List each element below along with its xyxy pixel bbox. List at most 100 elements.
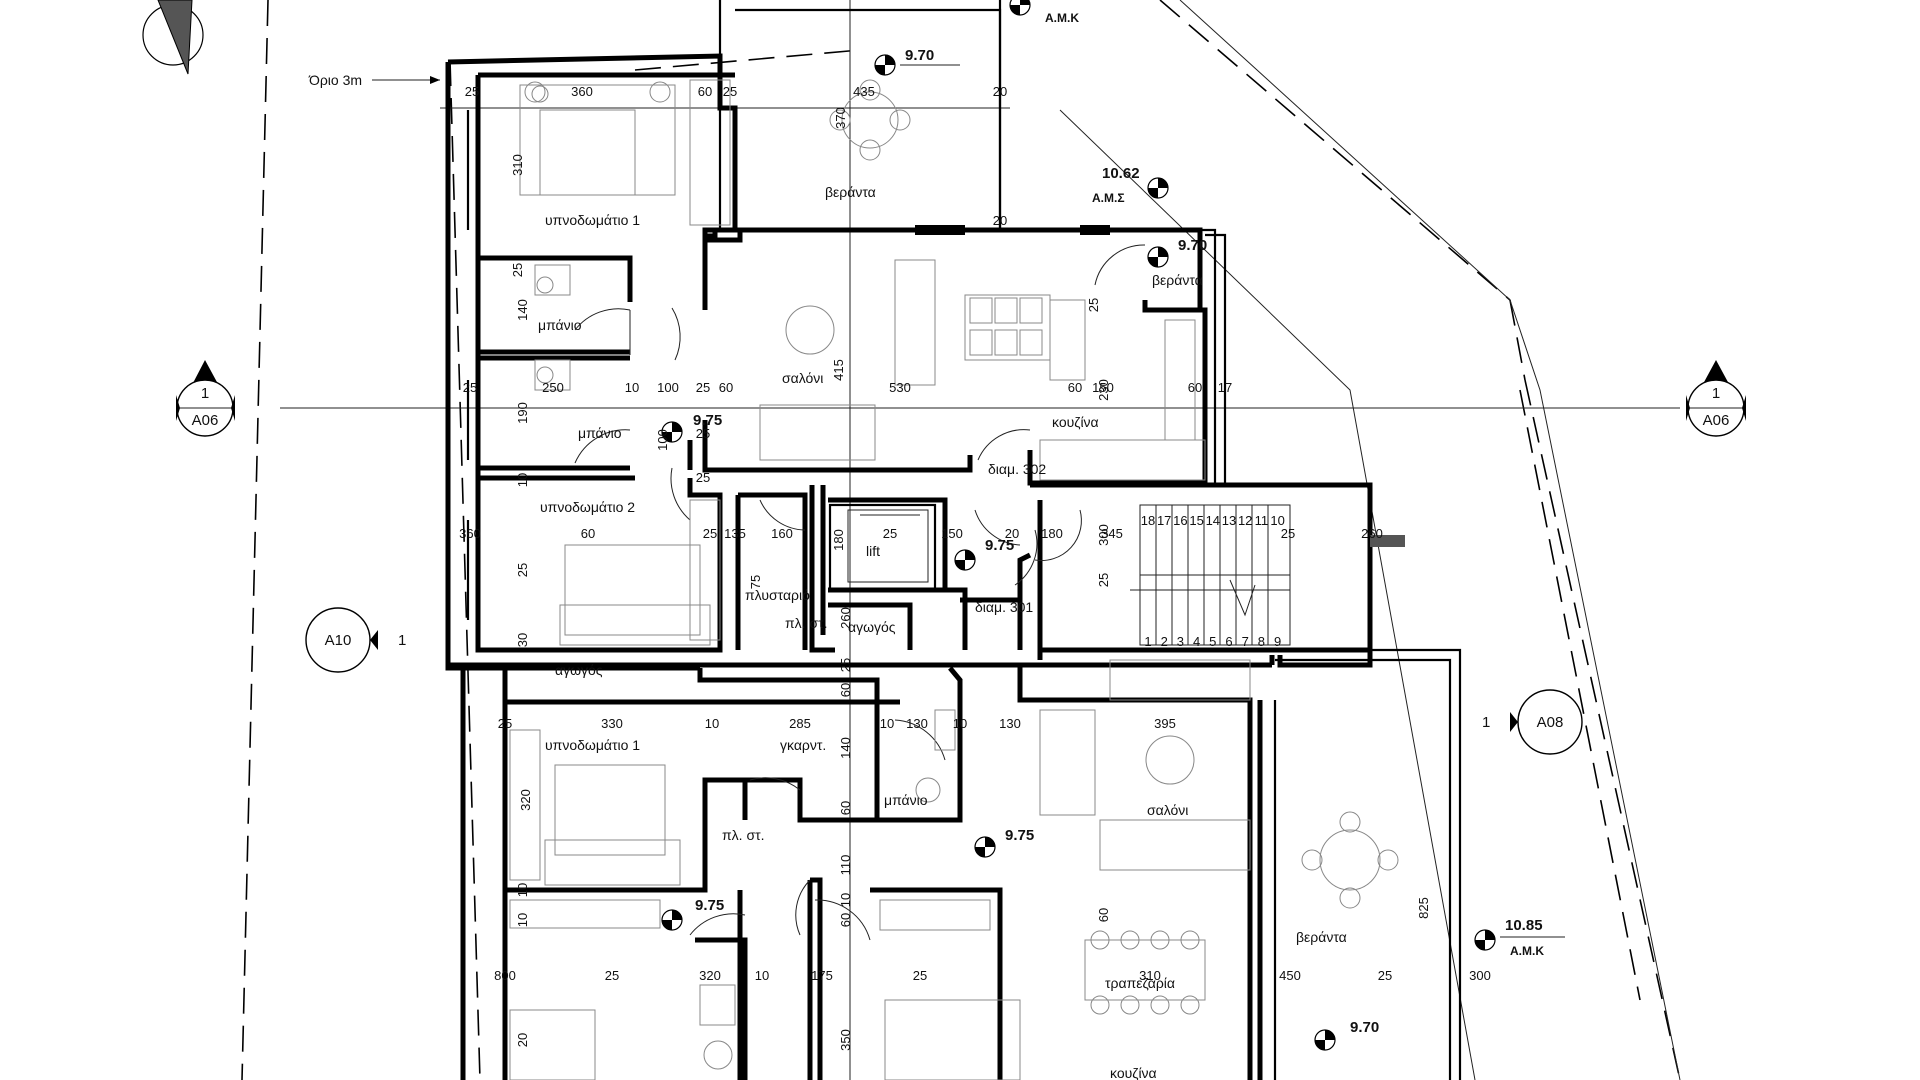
dimension-label: 130 <box>906 716 928 731</box>
section-left-number: 1 <box>201 385 209 402</box>
dimension-label: 825 <box>1416 897 1431 919</box>
room-label: μπάνιο <box>578 425 622 441</box>
dimension-label: 140 <box>838 737 853 759</box>
level-mark: 10.85 Α.Μ.Κ <box>1474 917 1565 958</box>
svg-text:10.85: 10.85 <box>1505 917 1543 934</box>
room-label: μπάνιο <box>884 792 928 808</box>
dimension-label: 310 <box>1139 968 1161 983</box>
level-mark: 9.75 <box>661 897 724 931</box>
dimension-label: 25 <box>838 658 853 672</box>
upper-furniture <box>519 79 1206 646</box>
dimension-label: 25 <box>696 426 710 441</box>
dimension-label: 10 <box>953 716 967 731</box>
room-label: μπάνιο <box>538 317 582 333</box>
dimension-label: 60 <box>581 526 595 541</box>
dimension-label: 260 <box>838 607 853 629</box>
room-label: lift <box>866 543 880 559</box>
room-label: υπνοδωμάτιο 1 <box>545 212 640 228</box>
svg-text:9.70: 9.70 <box>1178 237 1207 254</box>
dimension-label: 300 <box>1096 524 1111 546</box>
dimension-label: 60 <box>1068 380 1082 395</box>
dimension-label: 285 <box>789 716 811 731</box>
stair-step-number: 8 <box>1258 634 1265 649</box>
door-swings <box>574 244 1146 941</box>
dimension-label: 60 <box>719 380 733 395</box>
lift-shaft <box>828 503 937 592</box>
upper-balcony <box>718 0 1227 485</box>
elevation-marker-a10: A10 1 <box>305 607 406 673</box>
dimension-label: 320 <box>699 968 721 983</box>
dimension-label: 435 <box>853 84 875 99</box>
dimension-label: 10 <box>515 883 530 897</box>
room-label: σαλόνι <box>1147 802 1188 818</box>
dimension-label: 10 <box>625 380 639 395</box>
dimension-label: 10 <box>880 716 894 731</box>
dimension-label: 530 <box>889 380 911 395</box>
svg-text:9.70: 9.70 <box>1350 1019 1379 1036</box>
room-label: τραπεζαρία <box>1105 975 1175 991</box>
dimension-label: 60 <box>838 913 853 927</box>
dimension-label: 60 <box>1188 380 1202 395</box>
boundary-note: Όριο 3m <box>308 72 362 88</box>
room-label: σαλόνι <box>782 370 823 386</box>
stair-step-number: 11 <box>1255 513 1269 528</box>
stair-step-number: 3 <box>1177 634 1184 649</box>
stair-step-number: 10 <box>1270 513 1284 528</box>
dimension-label: 30 <box>515 633 530 647</box>
dimension-label: 25 <box>1378 968 1392 983</box>
dimension-label: 230 <box>1096 379 1111 401</box>
room-label: διαμ. 302 <box>988 461 1046 477</box>
dimension-label: 25 <box>515 563 530 577</box>
room-label: πλ. στ. <box>722 827 765 843</box>
dimension-label: 140 <box>515 299 530 321</box>
level-mark: 9.70 <box>1314 1019 1379 1051</box>
stair-step-number: 16 <box>1173 513 1187 528</box>
lower-furniture <box>509 659 1399 1080</box>
stair-step-number: 18 <box>1141 513 1155 528</box>
dimension-label: 360 <box>459 526 481 541</box>
dimension-label: 25 <box>605 968 619 983</box>
dimension-label: 160 <box>771 526 793 541</box>
stair-step-number: 2 <box>1161 634 1168 649</box>
dimension-label: 25 <box>510 263 525 277</box>
level-mark: Α.Μ.Κ <box>1009 0 1079 25</box>
dimension-label: 25 <box>465 84 479 99</box>
elevation-a08-sheet: A08 <box>1537 714 1564 731</box>
svg-text:9.70: 9.70 <box>905 47 934 64</box>
stair-step-number: 15 <box>1189 513 1203 528</box>
dimension-label: 25 <box>696 380 710 395</box>
dimension-label: 25 <box>703 526 717 541</box>
room-label: υπνοδωμάτιο 1 <box>545 737 640 753</box>
dimension-label: 360 <box>571 84 593 99</box>
dimension-label: 415 <box>831 359 846 381</box>
dimension-label: 100 <box>657 380 679 395</box>
dimension-label: 60 <box>838 801 853 815</box>
level-mark: 9.70 <box>874 47 960 76</box>
elevation-marker-a08: A08 1 <box>1482 689 1583 755</box>
svg-text:9.75: 9.75 <box>1005 827 1034 844</box>
dimension-label: 450 <box>1279 968 1301 983</box>
svg-text:9.75: 9.75 <box>695 897 724 914</box>
level-mark: 9.75 <box>974 827 1034 858</box>
level-mark: 9.75 <box>661 412 722 443</box>
stair-step-number: 5 <box>1209 634 1216 649</box>
dimension-label: 25 <box>913 968 927 983</box>
stair-step-number: 17 <box>1157 513 1171 528</box>
dimension-label: 345 <box>1101 526 1123 541</box>
dimension-label: 320 <box>518 789 533 811</box>
stairs <box>1130 504 1405 646</box>
dimension-label: 175 <box>811 968 833 983</box>
section-left-sheet: A06 <box>192 412 219 429</box>
dimension-label: 250 <box>542 380 564 395</box>
north-arrow-icon <box>142 0 204 75</box>
lower-apartment-walls <box>460 665 1263 1080</box>
dimension-label: 130 <box>999 716 1021 731</box>
dimension-label: 330 <box>601 716 623 731</box>
upper-windows <box>466 110 1110 620</box>
room-label: πλ. στ. <box>785 615 828 631</box>
dimension-label: 150 <box>941 526 963 541</box>
dimension-label: 25 <box>1281 526 1295 541</box>
